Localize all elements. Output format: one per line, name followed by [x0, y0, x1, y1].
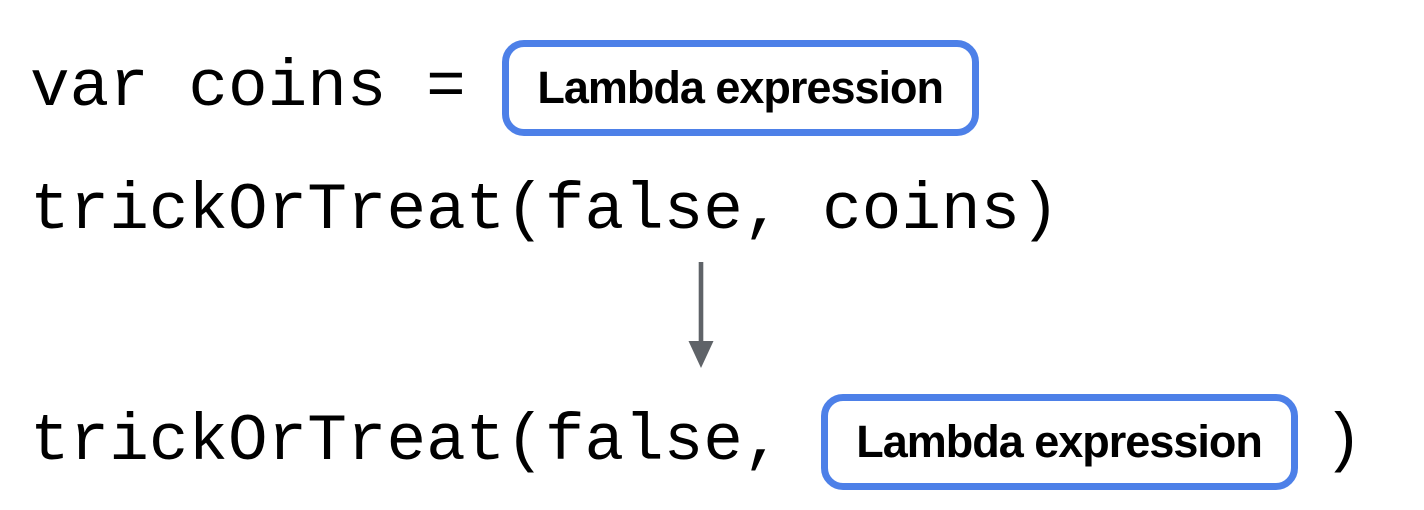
down-arrow-shaft — [698, 262, 704, 345]
code-var-coins: var coins = — [30, 50, 466, 125]
lambda-expression-box-assignment: Lambda expression — [501, 40, 979, 136]
down-arrow-head — [688, 341, 714, 368]
code-closing-paren: ) — [1323, 404, 1364, 479]
assignment-line: var coins = Lambda expression — [30, 40, 979, 136]
code-call-prefix: trickOrTreat(false, — [30, 404, 783, 479]
lambda-expression-label: Lambda expression — [856, 416, 1263, 467]
code-call-with-coins: trickOrTreat(false, coins) — [30, 173, 1060, 248]
down-arrow-icon — [688, 262, 714, 368]
lambda-expression-box-argument: Lambda expression — [820, 394, 1298, 490]
substituted-call-line: trickOrTreat(false, Lambda expression ) — [30, 394, 1363, 490]
lambda-expression-label: Lambda expression — [537, 62, 944, 113]
